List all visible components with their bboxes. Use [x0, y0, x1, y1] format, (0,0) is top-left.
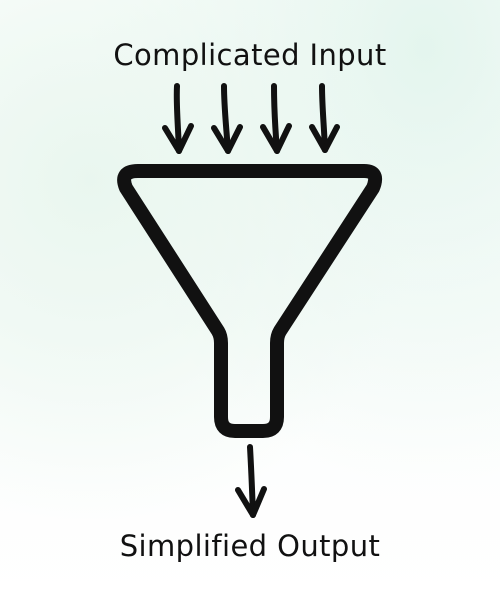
input-arrows-group: [162, 83, 340, 154]
output-arrow-icon: [235, 444, 267, 518]
input-arrow-4-icon: [309, 83, 340, 153]
input-arrow-1-icon: [162, 83, 194, 154]
input-arrow-3-icon: [260, 83, 292, 154]
input-label: Complicated Input: [113, 38, 387, 72]
output-label: Simplified Output: [119, 529, 381, 563]
input-arrow-2-icon: [211, 83, 243, 154]
funnel-icon: [117, 164, 383, 438]
